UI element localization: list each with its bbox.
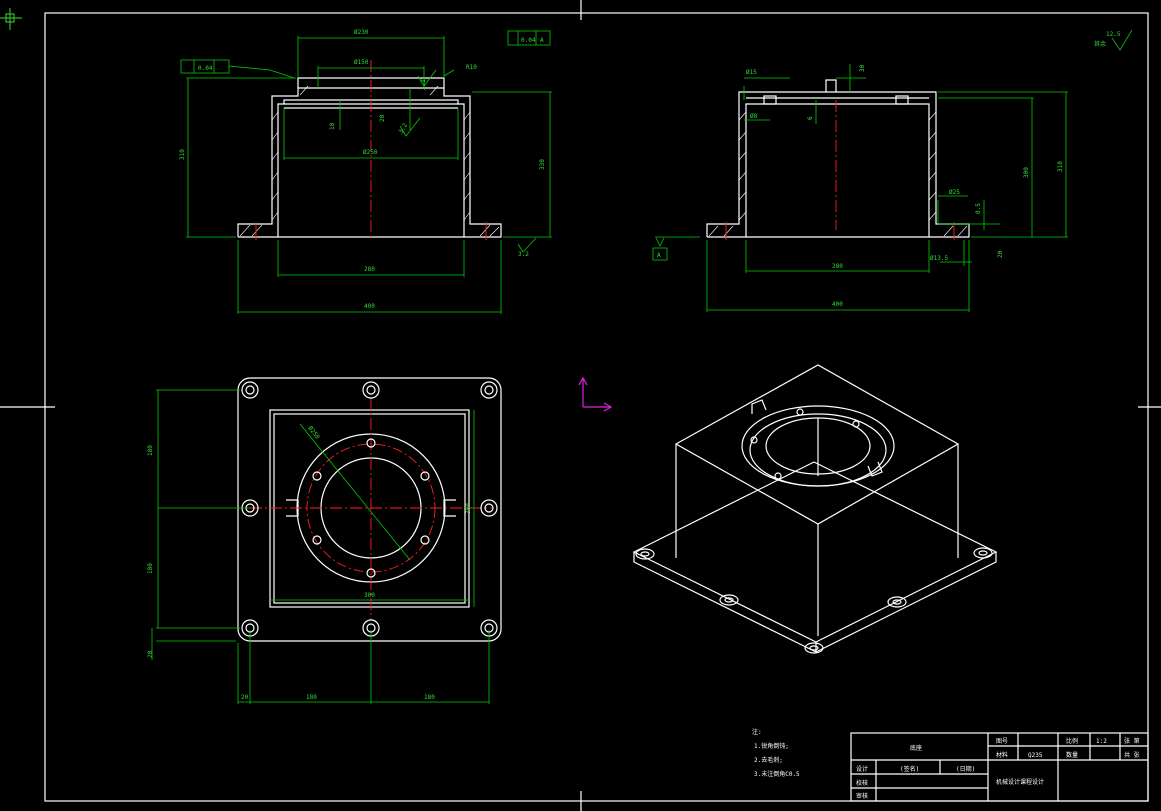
front-section-view[interactable]: Ø230 Ø150 R10 Ø250 280 400 310 330 10 20… [179, 29, 552, 314]
side-dim-6: 6 [807, 116, 814, 120]
top-dim-inner-h: 300 [465, 503, 472, 514]
top-dim-v1: 180 [147, 445, 154, 456]
dim-dia-250: Ø250 [363, 149, 378, 156]
dim-height-330: 330 [539, 159, 546, 170]
label-check: 校核 [856, 779, 868, 787]
roughness-top: 3.2 [420, 79, 427, 90]
top-dim-h1: 20 [241, 694, 249, 701]
svg-text:其余: 其余 [1094, 40, 1106, 48]
design-date: (日期) [956, 765, 975, 773]
title-block[interactable]: 底座 图号 材料 Q235 比例 1:2 数量 张 第 共 张 设计 (签名) … [850, 732, 1149, 802]
side-dim-25: Ø25 [949, 189, 960, 196]
tolerance-right: 0.04 [521, 37, 536, 44]
side-dim-400: 400 [832, 301, 843, 308]
dim-dia-150: Ø150 [354, 59, 369, 66]
notes-header: 注: [752, 728, 762, 736]
technical-notes: 注: 1.锐角倒钝; 2.去毛刺; 3.未注倒角C0.5 [752, 728, 800, 778]
side-section-view[interactable]: Ø15 Ø8 6 30 300 310 Ø25 0.5 Ø13.5 20 280… [652, 64, 1068, 312]
top-view[interactable]: 180 180 20 20 180 180 300 300 Ø250 [147, 377, 502, 704]
dim-r10: R10 [466, 64, 477, 71]
material-value: Q235 [1028, 752, 1043, 759]
label-scale: 比例 [1066, 737, 1078, 745]
dim-dia-230: Ø230 [354, 29, 369, 36]
top-dim-v2: 180 [147, 563, 154, 574]
label-sheet-total: 共 张 [1124, 751, 1140, 759]
top-dim-h3: 180 [424, 694, 435, 701]
note-3: 3.未注倒角C0.5 [754, 770, 800, 778]
side-dim-30: 30 [859, 64, 866, 72]
label-material: 材料 [996, 751, 1008, 759]
side-dim-20: 20 [997, 250, 1004, 258]
label-sheet: 张 第 [1124, 737, 1140, 745]
dim-height-310: 310 [179, 149, 186, 160]
label-design: 设计 [856, 765, 868, 773]
top-dim-dia: Ø250 [306, 425, 321, 441]
dim-280: 280 [364, 266, 375, 273]
side-datum-a: A [657, 252, 661, 259]
note-2: 2.去毛刺; [754, 756, 783, 764]
side-dim-310: 310 [1057, 161, 1064, 172]
top-dim-inner-w: 300 [364, 592, 375, 599]
school-name: 机械设计课程设计 [996, 778, 1044, 786]
isometric-view[interactable] [632, 364, 998, 654]
tolerance-datum: A [540, 37, 544, 44]
roughness-mid: 3.2 [398, 122, 410, 135]
side-dim-13-5: Ø13.5 [930, 255, 948, 262]
top-dim-v3: 20 [147, 650, 154, 658]
roughness-bottom: 3.2 [518, 251, 529, 258]
top-dim-h2: 180 [306, 694, 317, 701]
label-qty: 数量 [1066, 751, 1078, 759]
scale-value: 1:2 [1096, 738, 1107, 745]
tolerance-left: 0.04 [198, 65, 213, 72]
side-dim-300: 300 [1023, 167, 1030, 178]
side-dim-15: Ø15 [746, 69, 757, 76]
part-name: 底座 [910, 744, 922, 752]
side-dim-8: Ø8 [750, 113, 758, 120]
design-name: (签名) [900, 765, 919, 773]
label-review: 审核 [856, 792, 868, 800]
dim-10: 10 [329, 122, 336, 130]
note-1: 1.锐角倒钝; [754, 742, 789, 750]
ucs-axis-icon [578, 376, 613, 412]
side-dim-280: 280 [832, 263, 843, 270]
side-dim-05: 0.5 [975, 203, 982, 214]
surface-finish-symbol: 其余 12.5 [1094, 29, 1133, 51]
cursor-crosshair-icon [0, 8, 22, 30]
dim-400: 400 [364, 303, 375, 310]
label-drawing-no: 图号 [996, 738, 1008, 745]
dim-20: 20 [379, 114, 386, 122]
svg-text:12.5: 12.5 [1106, 31, 1121, 38]
